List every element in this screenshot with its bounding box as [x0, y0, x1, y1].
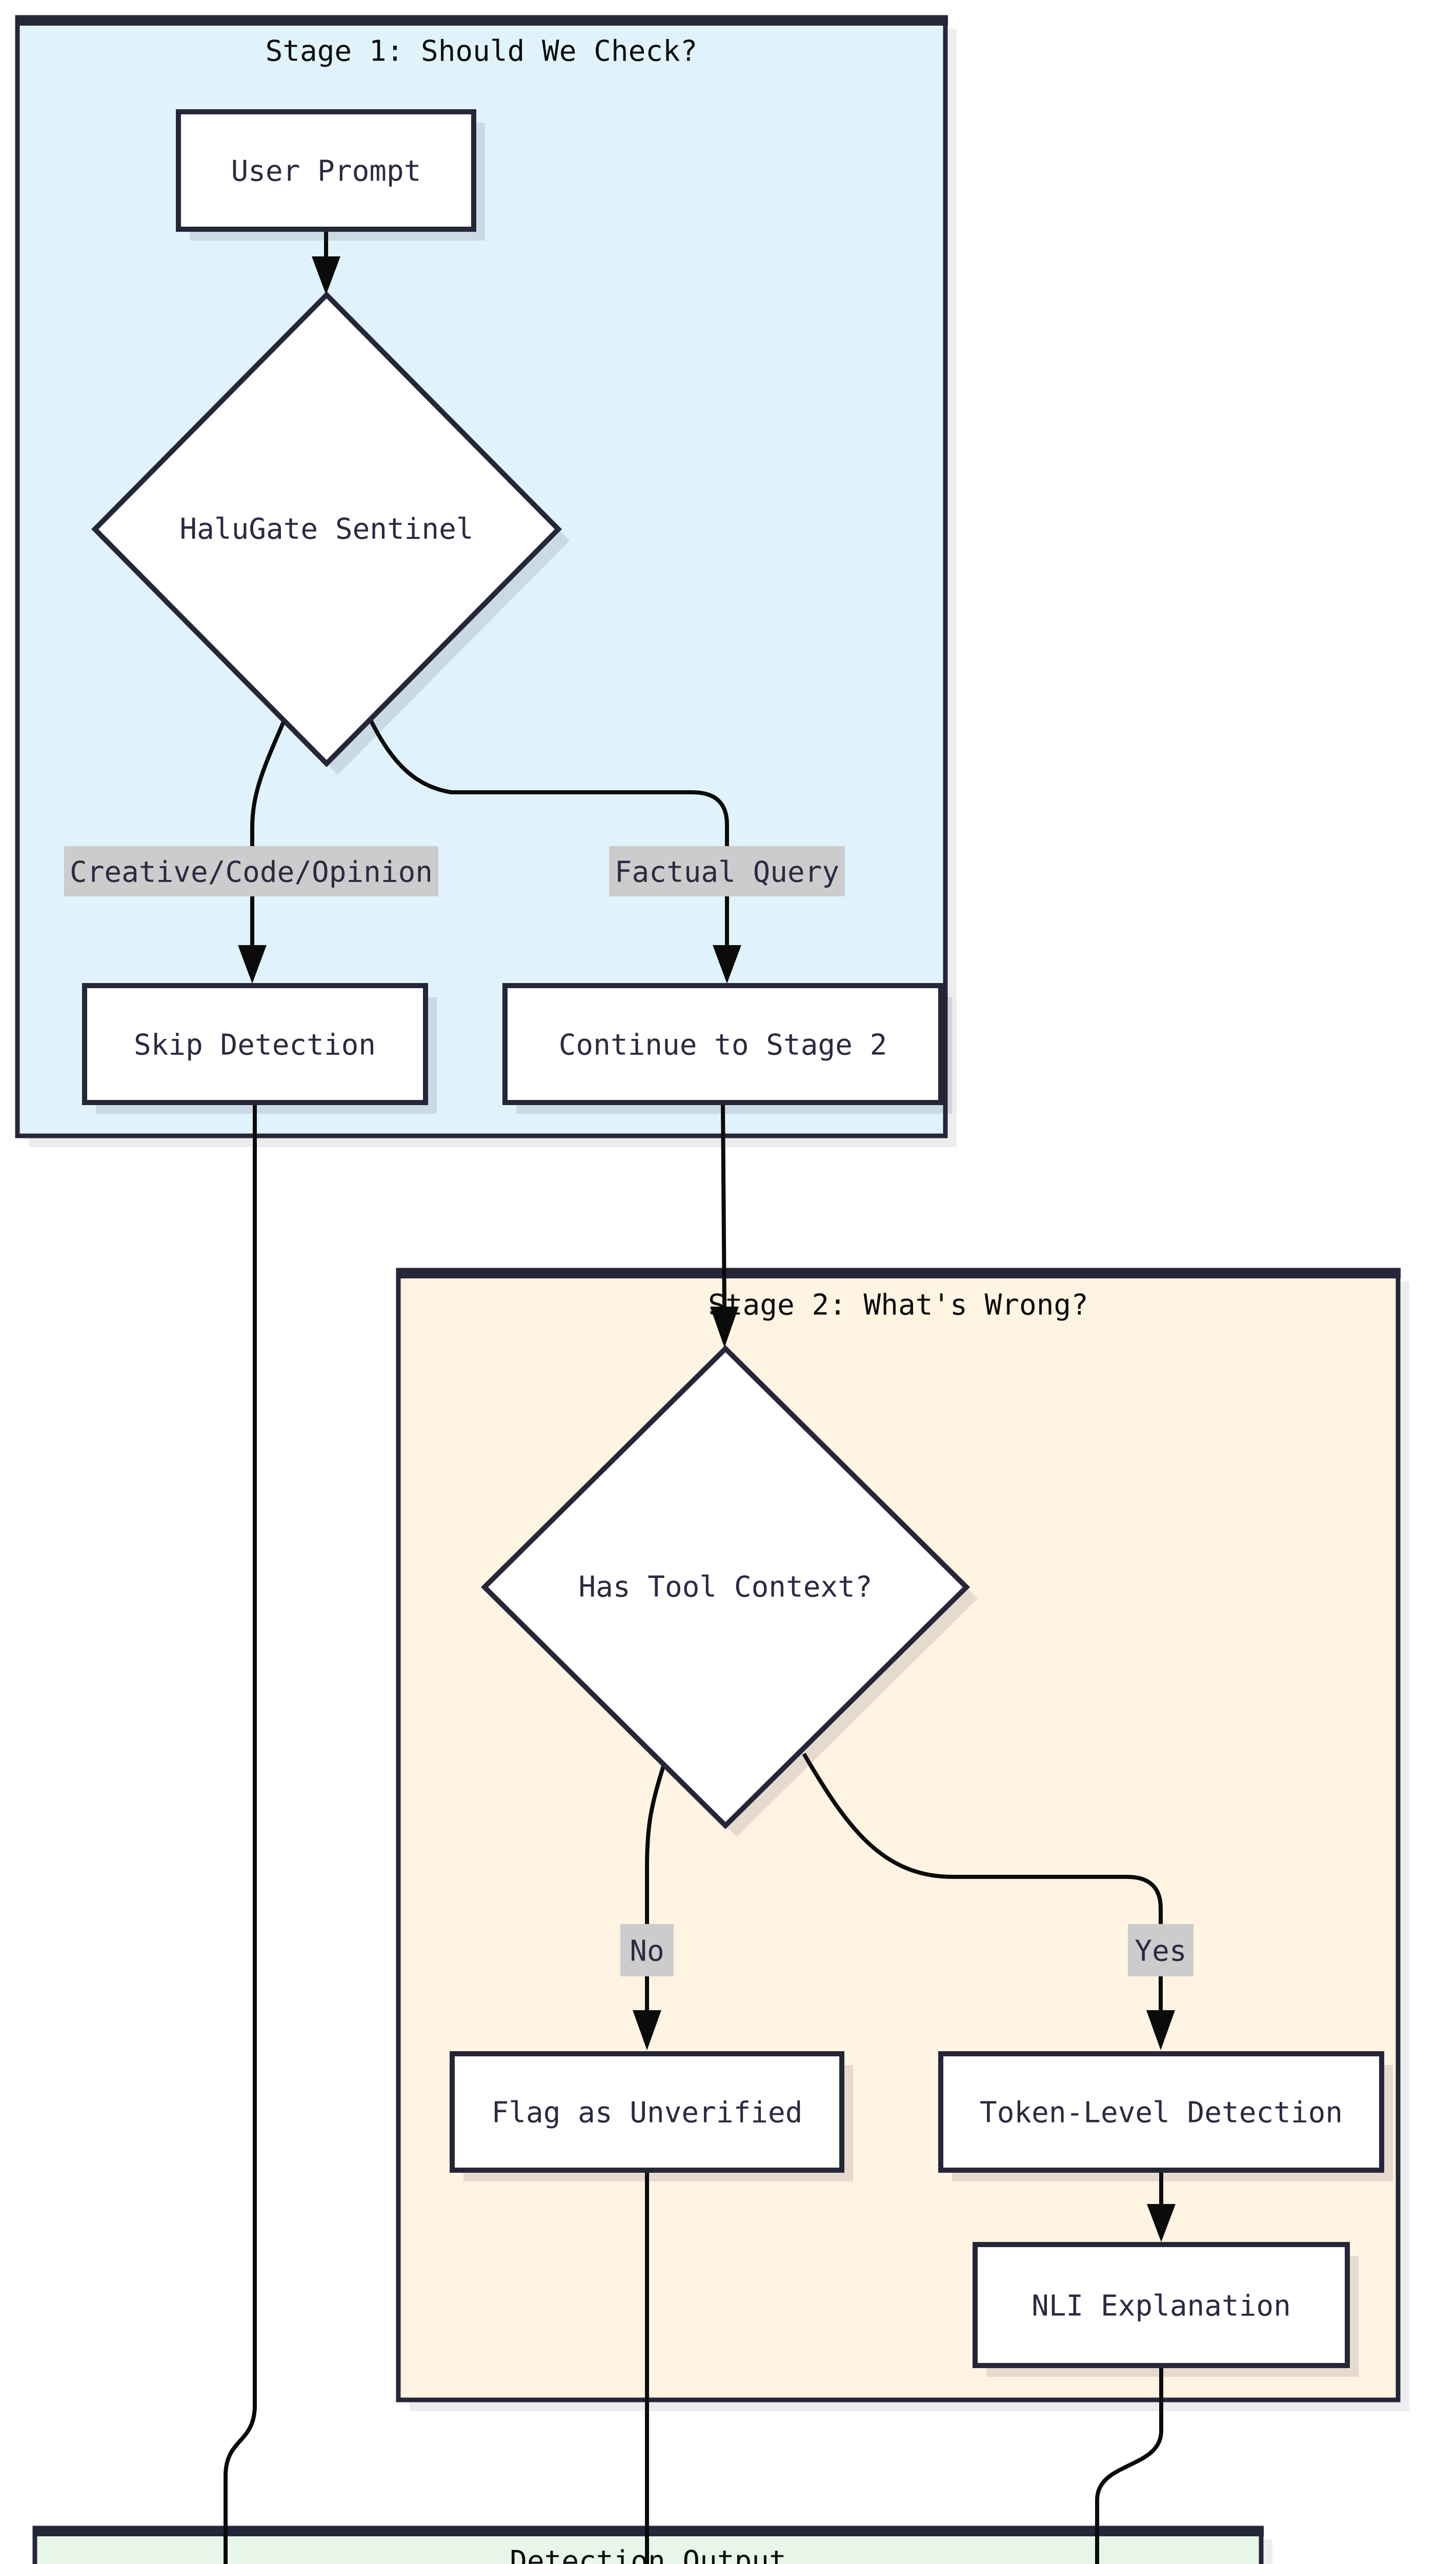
edge-label-bg-factual	[609, 846, 845, 896]
cluster-stage2-titlebar	[396, 1268, 1401, 1278]
node-flag-unverified: Flag as Unverified	[450, 2051, 853, 2181]
edge-hastool-flag-upper	[645, 1762, 666, 1926]
edge-label-bg-yes	[1128, 1924, 1194, 1976]
edge-sentinel-skip-upper	[250, 713, 289, 851]
node-nli-explanation-label: NLI Explanation	[1032, 2290, 1291, 2323]
node-token-level-box	[938, 2051, 1384, 2173]
node-skip-detection-label: Skip Detection	[134, 1029, 376, 1062]
edge-label-bg-creative	[64, 846, 438, 896]
arrowhead-nli-explanation	[1147, 2204, 1176, 2242]
node-flag-unverified-label: Flag as Unverified	[492, 2096, 803, 2130]
cluster-stage2: Stage 2: What's Wrong?	[396, 1268, 1409, 2411]
node-continue-stage2-label: Continue to Stage 2	[559, 1029, 887, 1062]
node-halugate-sentinel: HaluGate Sentinel	[91, 291, 570, 775]
node-halugate-sentinel-label: HaluGate Sentinel	[179, 513, 473, 546]
cluster-stage1-title: Stage 1: Should We Check?	[266, 35, 698, 68]
node-skip-detection: Skip Detection	[82, 983, 437, 1114]
node-has-tool-context-diamond	[480, 1345, 970, 1830]
cluster-stage1-titlebar	[15, 15, 948, 26]
node-nli-explanation: NLI Explanation	[973, 2242, 1359, 2377]
edge-label-factual-query: Factual Query	[615, 856, 839, 889]
cluster-stage2-title: Stage 2: What's Wrong?	[708, 1289, 1088, 1322]
node-token-level-detection: Token-Level Detection	[938, 2051, 1393, 2181]
arrowhead-flag-unverified	[633, 2010, 661, 2050]
cluster-stage2-box	[396, 1268, 1401, 2402]
edges	[224, 229, 1176, 2564]
node-nli-explanation-box	[973, 2242, 1350, 2368]
cluster-output: Detection Output	[32, 2526, 1272, 2564]
arrowhead-skip-detection	[238, 945, 267, 984]
node-token-level-label: Token-Level Detection	[980, 2096, 1343, 2130]
edge-label-bg-no	[620, 1924, 674, 1976]
node-halugate-sentinel-diamond	[91, 291, 562, 768]
edge-label-creative-code-opinion: Creative/Code/Opinion	[70, 856, 433, 889]
node-continue-stage2: Continue to Stage 2	[502, 983, 952, 1114]
edge-continue-hastool	[721, 1102, 726, 1308]
edge-label-yes: Yes	[1135, 1935, 1186, 1968]
node-skip-detection-box	[82, 983, 428, 1105]
arrowhead-token-level	[1146, 2010, 1175, 2050]
node-user-prompt-label: User Prompt	[231, 155, 421, 188]
edge-labels: Creative/Code/Opinion Factual Query No Y…	[64, 846, 1194, 1976]
edge-nli-detailed	[1095, 2366, 1163, 2564]
node-flag-unverified-box	[450, 2051, 844, 2173]
node-continue-stage2-box	[502, 983, 943, 1105]
arrowhead-has-tool-context	[710, 1307, 739, 1348]
arrowhead-sentinel	[312, 256, 340, 295]
node-user-prompt-box	[176, 109, 476, 232]
arrowhead-continue-stage2	[713, 945, 741, 984]
node-has-tool-context: Has Tool Context?	[480, 1345, 978, 1837]
node-has-tool-context-label: Has Tool Context?	[578, 1571, 872, 1604]
edge-skip-passthrough	[224, 1103, 257, 2564]
edge-hastool-token-upper	[802, 1752, 1163, 1926]
node-user-prompt: User Prompt	[176, 109, 485, 241]
edge-label-no: No	[630, 1935, 664, 1968]
edge-sentinel-continue-upper	[365, 712, 729, 851]
